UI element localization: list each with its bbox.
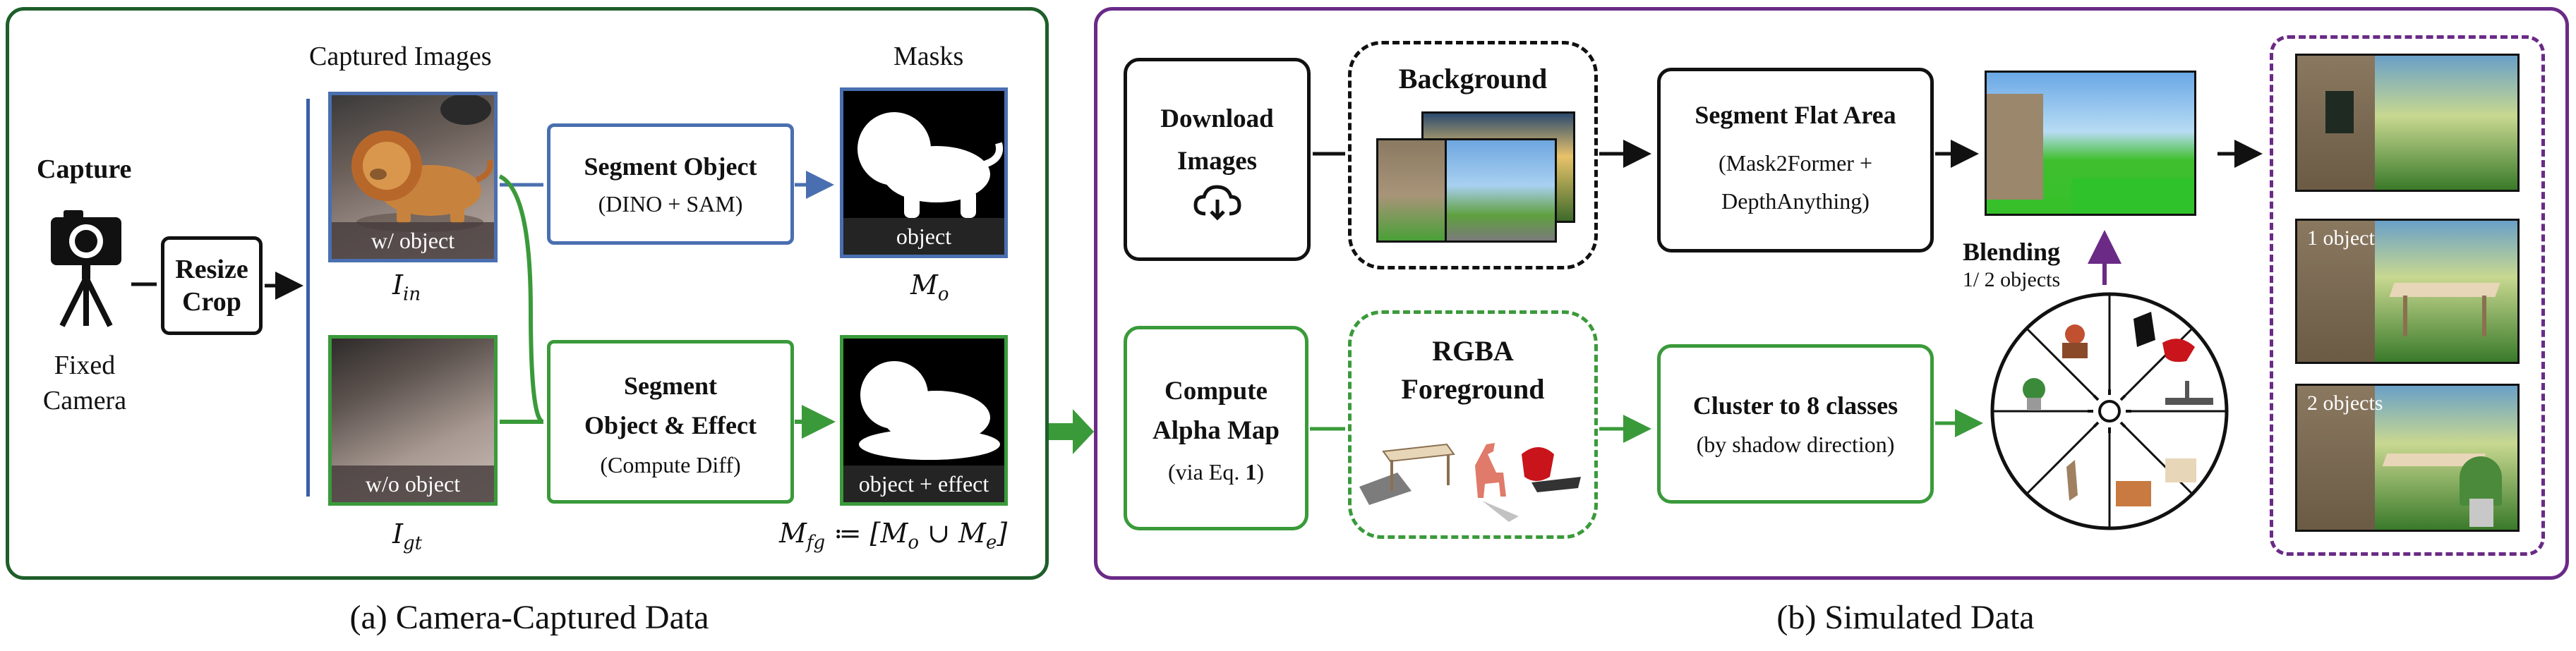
download-line1: Download xyxy=(1160,104,1274,133)
i-gt-label: Igt xyxy=(392,518,423,554)
result-1-object-label: 1 object xyxy=(2307,226,2375,250)
compute-alpha-line1: Compute xyxy=(1164,376,1268,406)
i-in-label: Iin xyxy=(392,269,421,305)
photo-without-object: w/o object xyxy=(328,335,498,506)
photo-with-object: w/ object xyxy=(328,92,498,262)
cluster-title: Cluster to 8 classes xyxy=(1692,391,1898,420)
masks-label: Masks xyxy=(893,42,964,71)
compute-alpha-sub: (via Eq. 1) xyxy=(1168,458,1264,485)
resize-label: Resize xyxy=(175,255,248,284)
cluster-box: Cluster to 8 classes (by shadow directio… xyxy=(1657,344,1934,504)
background-box xyxy=(1348,41,1598,269)
segment-flat-title: Segment Flat Area xyxy=(1695,101,1896,129)
lion-shadow-silhouette-icon xyxy=(859,361,1000,460)
blending-label: Blending xyxy=(1962,238,2061,266)
mask-object-caption: object xyxy=(843,218,1004,255)
crop-label: Crop xyxy=(182,287,241,317)
without-object-caption: w/o object xyxy=(332,466,494,502)
segmented-flat-photo xyxy=(1985,71,2196,216)
cloud-download-icon xyxy=(1193,185,1241,221)
segment-object-title: Segment Object xyxy=(584,152,757,181)
m-o-label: Mo xyxy=(910,269,949,305)
segment-flat-sub1: (Mask2Former + xyxy=(1718,150,1872,176)
simulated-data-panel xyxy=(1094,7,2569,580)
segment-object-box: Segment Object (DINO + SAM) xyxy=(547,123,794,245)
segment-effect-line2: Object & Effect xyxy=(584,410,757,439)
fixed-camera-line2: Camera xyxy=(42,386,127,415)
captured-images-divider xyxy=(306,99,310,497)
captured-images-label: Captured Images xyxy=(309,42,492,71)
result-photo-1-object: 1 object xyxy=(2295,219,2520,364)
camera-captured-panel xyxy=(6,7,1049,580)
camera-icon xyxy=(48,210,126,330)
download-line2: Images xyxy=(1176,147,1258,176)
rgba-label-line1: RGBA xyxy=(1432,335,1514,367)
blending-sub: 1/ 2 objects xyxy=(1962,268,2061,291)
mask-object: object xyxy=(840,87,1008,258)
cluster-sub: (by shadow direction) xyxy=(1696,431,1895,457)
mask-object-effect: object + effect xyxy=(840,335,1008,506)
segment-flat-sub2: DepthAnything) xyxy=(1721,188,1870,214)
rgba-label-line2: Foreground xyxy=(1401,373,1545,405)
segment-object-effect-box: Segment Object & Effect (Compute Diff) xyxy=(547,340,794,504)
segment-object-sub: (DINO + SAM) xyxy=(598,190,743,217)
background-label: Background xyxy=(1398,63,1548,95)
results-box xyxy=(2270,35,2545,556)
result-photo-2-objects: 2 objects xyxy=(2295,384,2520,532)
with-object-caption: w/ object xyxy=(332,222,494,259)
lion-silhouette-icon xyxy=(857,112,1003,218)
result-2-objects-label: 2 objects xyxy=(2307,391,2383,415)
segment-flat-area-box: Segment Flat Area (Mask2Former + DepthAn… xyxy=(1657,68,1934,253)
shadow-direction-wheel xyxy=(1989,291,2230,532)
capture-label: Capture xyxy=(37,154,132,184)
m-fg-formula: Mfg ≔ [Mo ∪ Me] xyxy=(779,518,1008,554)
simulated-data-caption: (b) Simulated Data xyxy=(1776,599,2035,636)
resize-crop-box: Resize Crop xyxy=(161,236,263,335)
rgba-objects-illustration xyxy=(1355,423,1595,529)
compute-alpha-box: Compute Alpha Map (via Eq. 1) xyxy=(1124,326,1308,530)
background-photo-1 xyxy=(1376,138,1447,243)
rgba-foreground-box xyxy=(1348,310,1598,539)
background-photo-2 xyxy=(1438,138,1557,243)
fixed-camera-line1: Fixed xyxy=(54,351,116,380)
segment-effect-line1: Segment xyxy=(624,371,717,400)
result-photo-0-objects xyxy=(2295,54,2520,192)
compute-alpha-line2: Alpha Map xyxy=(1152,415,1280,445)
segment-effect-sub: (Compute Diff) xyxy=(600,451,741,477)
mask-effect-caption: object + effect xyxy=(843,466,1004,502)
camera-captured-caption: (a) Camera-Captured Data xyxy=(349,599,709,636)
download-images-box: Download Images xyxy=(1124,58,1311,261)
